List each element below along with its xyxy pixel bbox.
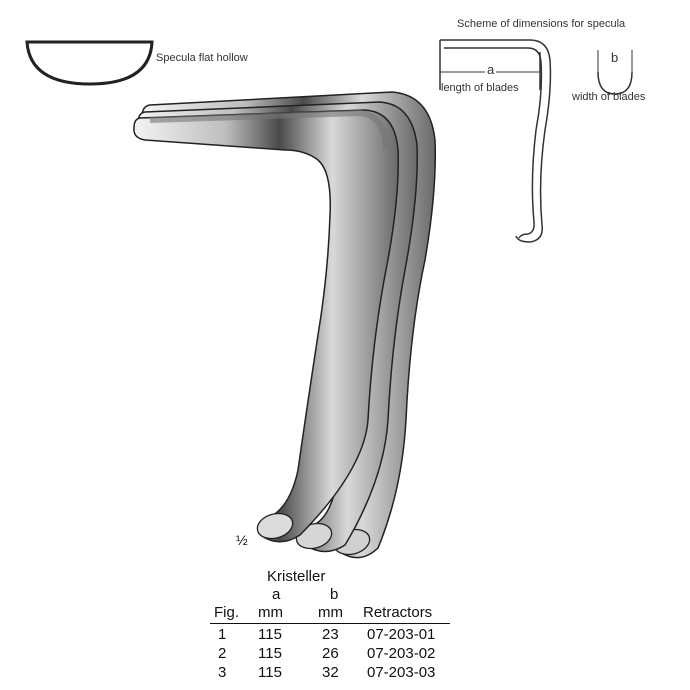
row-2-code: 07-203-02 (367, 645, 436, 662)
header-mm-a: mm (258, 604, 283, 621)
length-of-blades-label: length of blades (441, 82, 519, 94)
scale-label: ½ (236, 532, 248, 548)
header-mm-b: mm (318, 604, 343, 621)
scheme-title: Scheme of dimensions for specula (457, 18, 626, 30)
header-retractors: Retractors (363, 604, 433, 621)
row-3-b: 32 (322, 664, 339, 681)
row-1-b: 23 (322, 626, 339, 643)
header-fig: Fig. (214, 604, 240, 621)
header-sub-a: a (272, 586, 281, 603)
width-of-blades-label: width of blades (572, 91, 646, 103)
header-sub-b: b (330, 586, 339, 603)
row-3-code: 07-203-03 (367, 664, 436, 681)
speculum-fig-1 (133, 109, 399, 543)
table-divider (210, 623, 450, 624)
dimension-b-label: b (611, 50, 619, 65)
dimension-a-label: a (485, 62, 497, 77)
row-1-code: 07-203-01 (367, 626, 436, 643)
row-2-fig: 2 (218, 645, 227, 662)
row-1-a: 115 (258, 626, 282, 643)
table-title: Kristeller (267, 568, 326, 585)
flat-hollow-profile-icon (25, 40, 154, 86)
row-2-a: 115 (258, 645, 282, 662)
row-3-fig: 3 (218, 664, 227, 681)
row-3-a: 115 (258, 664, 282, 681)
dimension-scheme-diagram (439, 39, 633, 243)
row-2-b: 26 (322, 645, 339, 662)
specula-flat-hollow-label: Specula flat hollow (156, 52, 248, 64)
row-1-fig: 1 (218, 626, 227, 643)
